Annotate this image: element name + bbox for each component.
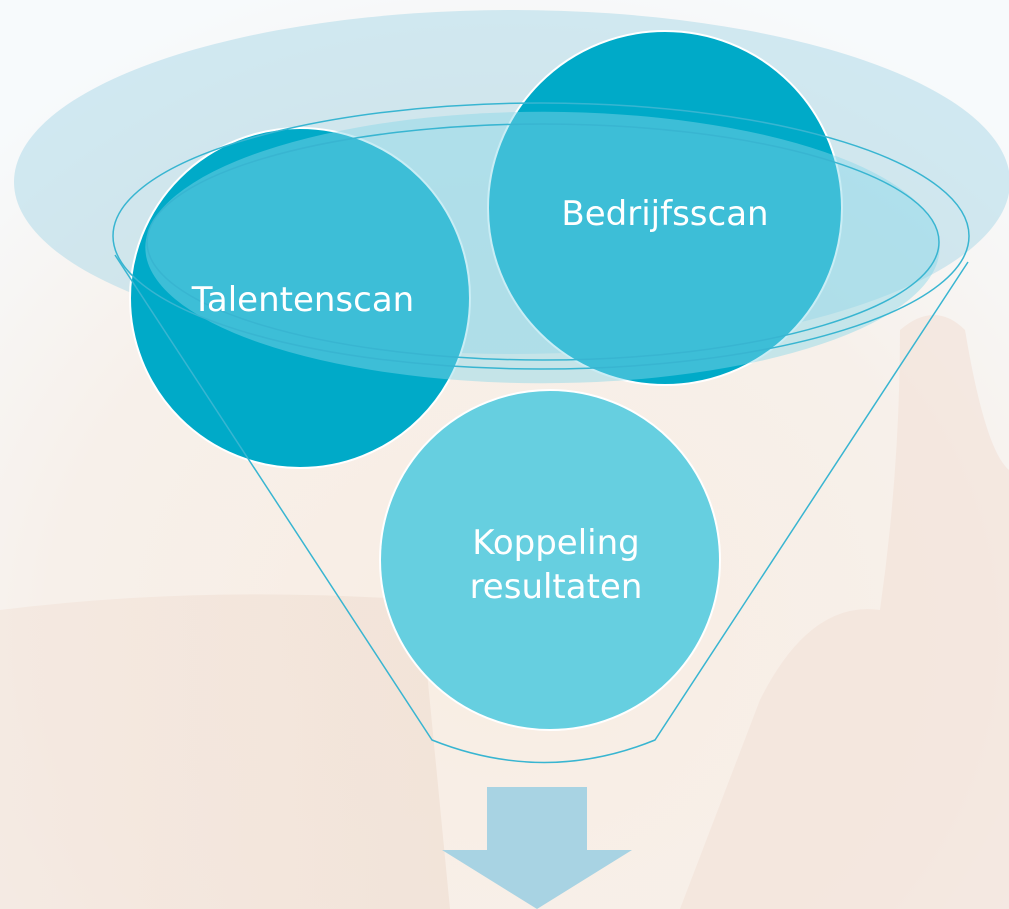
thumb-up-image — [680, 315, 1009, 909]
funnel-inner-ring — [146, 123, 940, 361]
koppeling-label-line2: resultaten — [470, 567, 643, 607]
koppeling-circle — [379, 389, 721, 731]
bedrijfsscan-circle — [487, 30, 843, 386]
koppeling-label-line1: Koppeling — [472, 523, 640, 563]
funnel-outer-ring — [112, 102, 970, 370]
funnel-band — [145, 111, 940, 384]
talentenscan-circle — [129, 127, 471, 469]
bedrijfsscan-label: Bedrijfsscan — [561, 194, 768, 234]
talentenscan-label: Talentenscan — [191, 280, 414, 320]
down-arrow — [442, 787, 632, 909]
hand-left-image — [0, 594, 450, 909]
funnel-outline — [114, 254, 969, 764]
